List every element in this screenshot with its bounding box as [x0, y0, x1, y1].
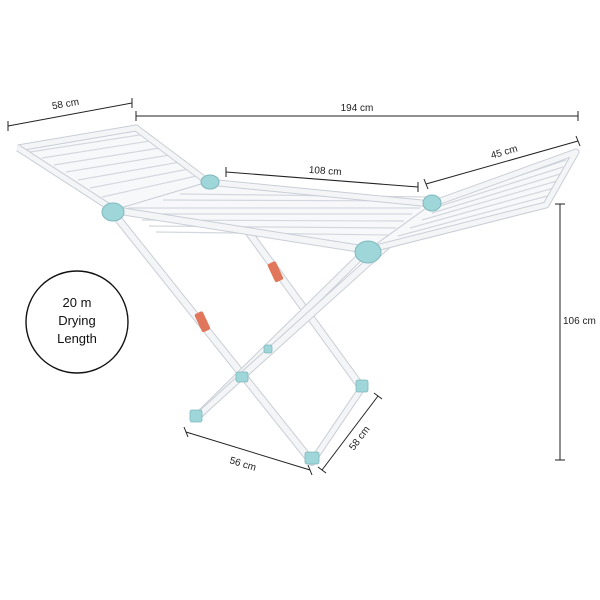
left-wing: [16, 124, 211, 213]
badge-line-2: Drying: [58, 313, 96, 328]
badge-line-1: 20 m: [63, 295, 92, 310]
leg-lock-clips: [194, 261, 284, 333]
drying-length-badge: 20 m Drying Length: [25, 270, 129, 374]
rack-feet: [189, 344, 369, 465]
dim-total-length-label: 194 cm: [341, 103, 374, 114]
right-wing: [367, 148, 580, 254]
dim-height-label: 106 cm: [563, 316, 596, 327]
dim-base-depth-label: 58 cm: [347, 424, 372, 452]
hinge-joints: [101, 174, 442, 264]
clothes-dryer-rack: [16, 124, 580, 466]
dim-base-width-label: 56 cm: [228, 455, 257, 473]
badge-line-3: Length: [57, 331, 97, 346]
dimension-lines: [7, 98, 581, 476]
central-rack: [113, 178, 434, 254]
dim-center-length-label: 108 cm: [308, 165, 341, 178]
dim-wing-left-label: 58 cm: [51, 97, 80, 113]
